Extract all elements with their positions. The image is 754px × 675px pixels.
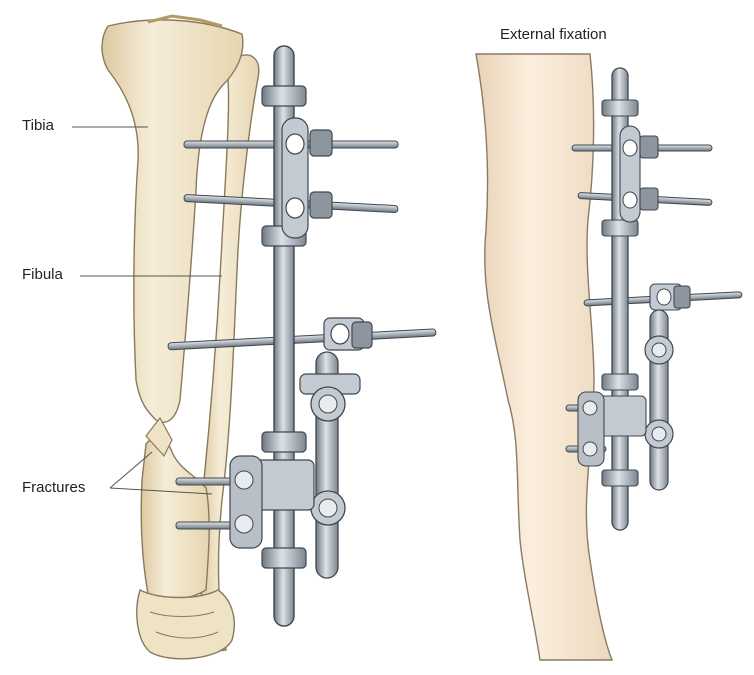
tibia-label: Tibia	[22, 117, 54, 134]
right-middle-clamp	[644, 283, 691, 491]
left-top-clamps	[261, 85, 333, 247]
left-lower-clamps	[229, 431, 315, 569]
left-fixator	[167, 45, 437, 627]
right-lower-clamps	[577, 373, 647, 487]
left-middle-clamp	[299, 317, 373, 579]
fibula-label: Fibula	[22, 266, 63, 283]
leg-silhouette	[475, 53, 614, 661]
right-fixator	[565, 67, 743, 531]
fractures-label: Fractures	[22, 479, 86, 496]
ankle-bones	[136, 589, 236, 660]
right-top-clamps	[601, 99, 659, 237]
leader-lines	[72, 126, 222, 495]
external-fixation-title: External fixation	[500, 26, 607, 43]
tibia-upper	[101, 14, 244, 423]
tibia-lower	[140, 416, 210, 600]
